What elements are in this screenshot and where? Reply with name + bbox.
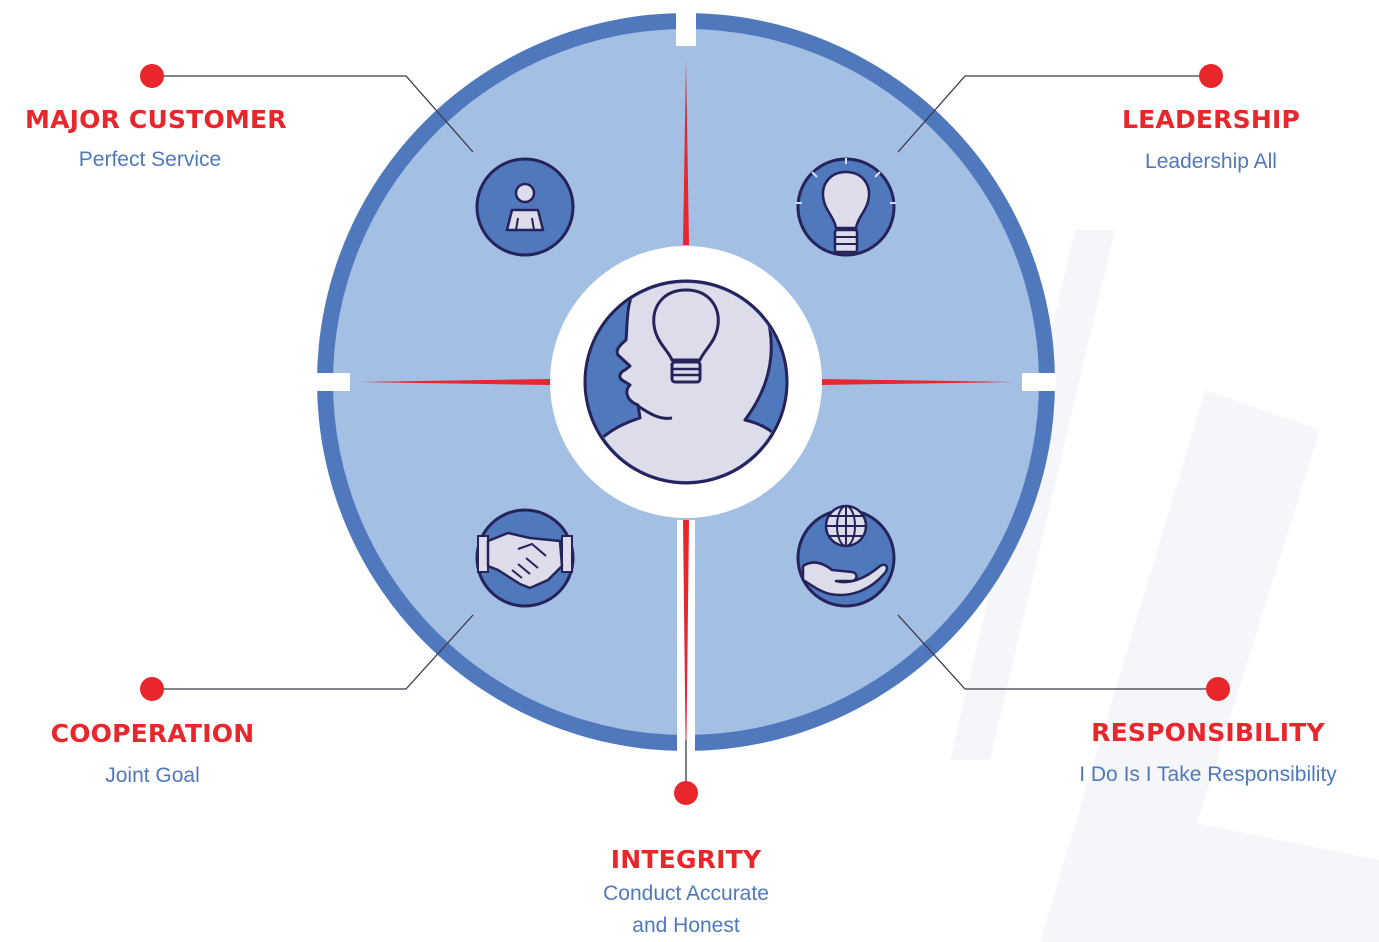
connector-dots [140,64,1230,805]
value-leadership: LEADERSHIP Leadership All [1100,105,1322,178]
value-subtitle: Conduct Accurate [603,882,769,905]
value-responsibility: RESPONSIBILITY I Do Is I Take Responsibi… [1058,718,1358,791]
value-cooperation: COOPERATION Joint Goal [40,719,265,792]
handshake-icon [475,508,575,608]
value-subtitle: Perfect Service [78,148,222,171]
value-title: LEADERSHIP [1122,105,1300,134]
value-title: RESPONSIBILITY [1091,718,1325,747]
value-subtitle-line2: and Honest [632,914,740,937]
globe-in-hand-icon [796,504,896,608]
value-title: COOPERATION [50,719,255,748]
value-subtitle: Leadership All [1145,150,1277,173]
value-subtitle: Joint Goal [105,764,200,787]
value-title: MAJOR CUSTOMER [25,105,287,134]
compass-needles [360,60,1015,780]
value-title: INTEGRITY [610,845,762,874]
connector-lines [152,75,1218,793]
value-subtitle: I Do Is I Take Responsibility [1079,763,1337,786]
lightbulb-icon [796,157,896,257]
value-major-customer: MAJOR CUSTOMER Perfect Service [25,105,287,176]
value-integrity: INTEGRITY Conduct Accurate and Honest [560,845,812,942]
person-icon [475,157,575,257]
